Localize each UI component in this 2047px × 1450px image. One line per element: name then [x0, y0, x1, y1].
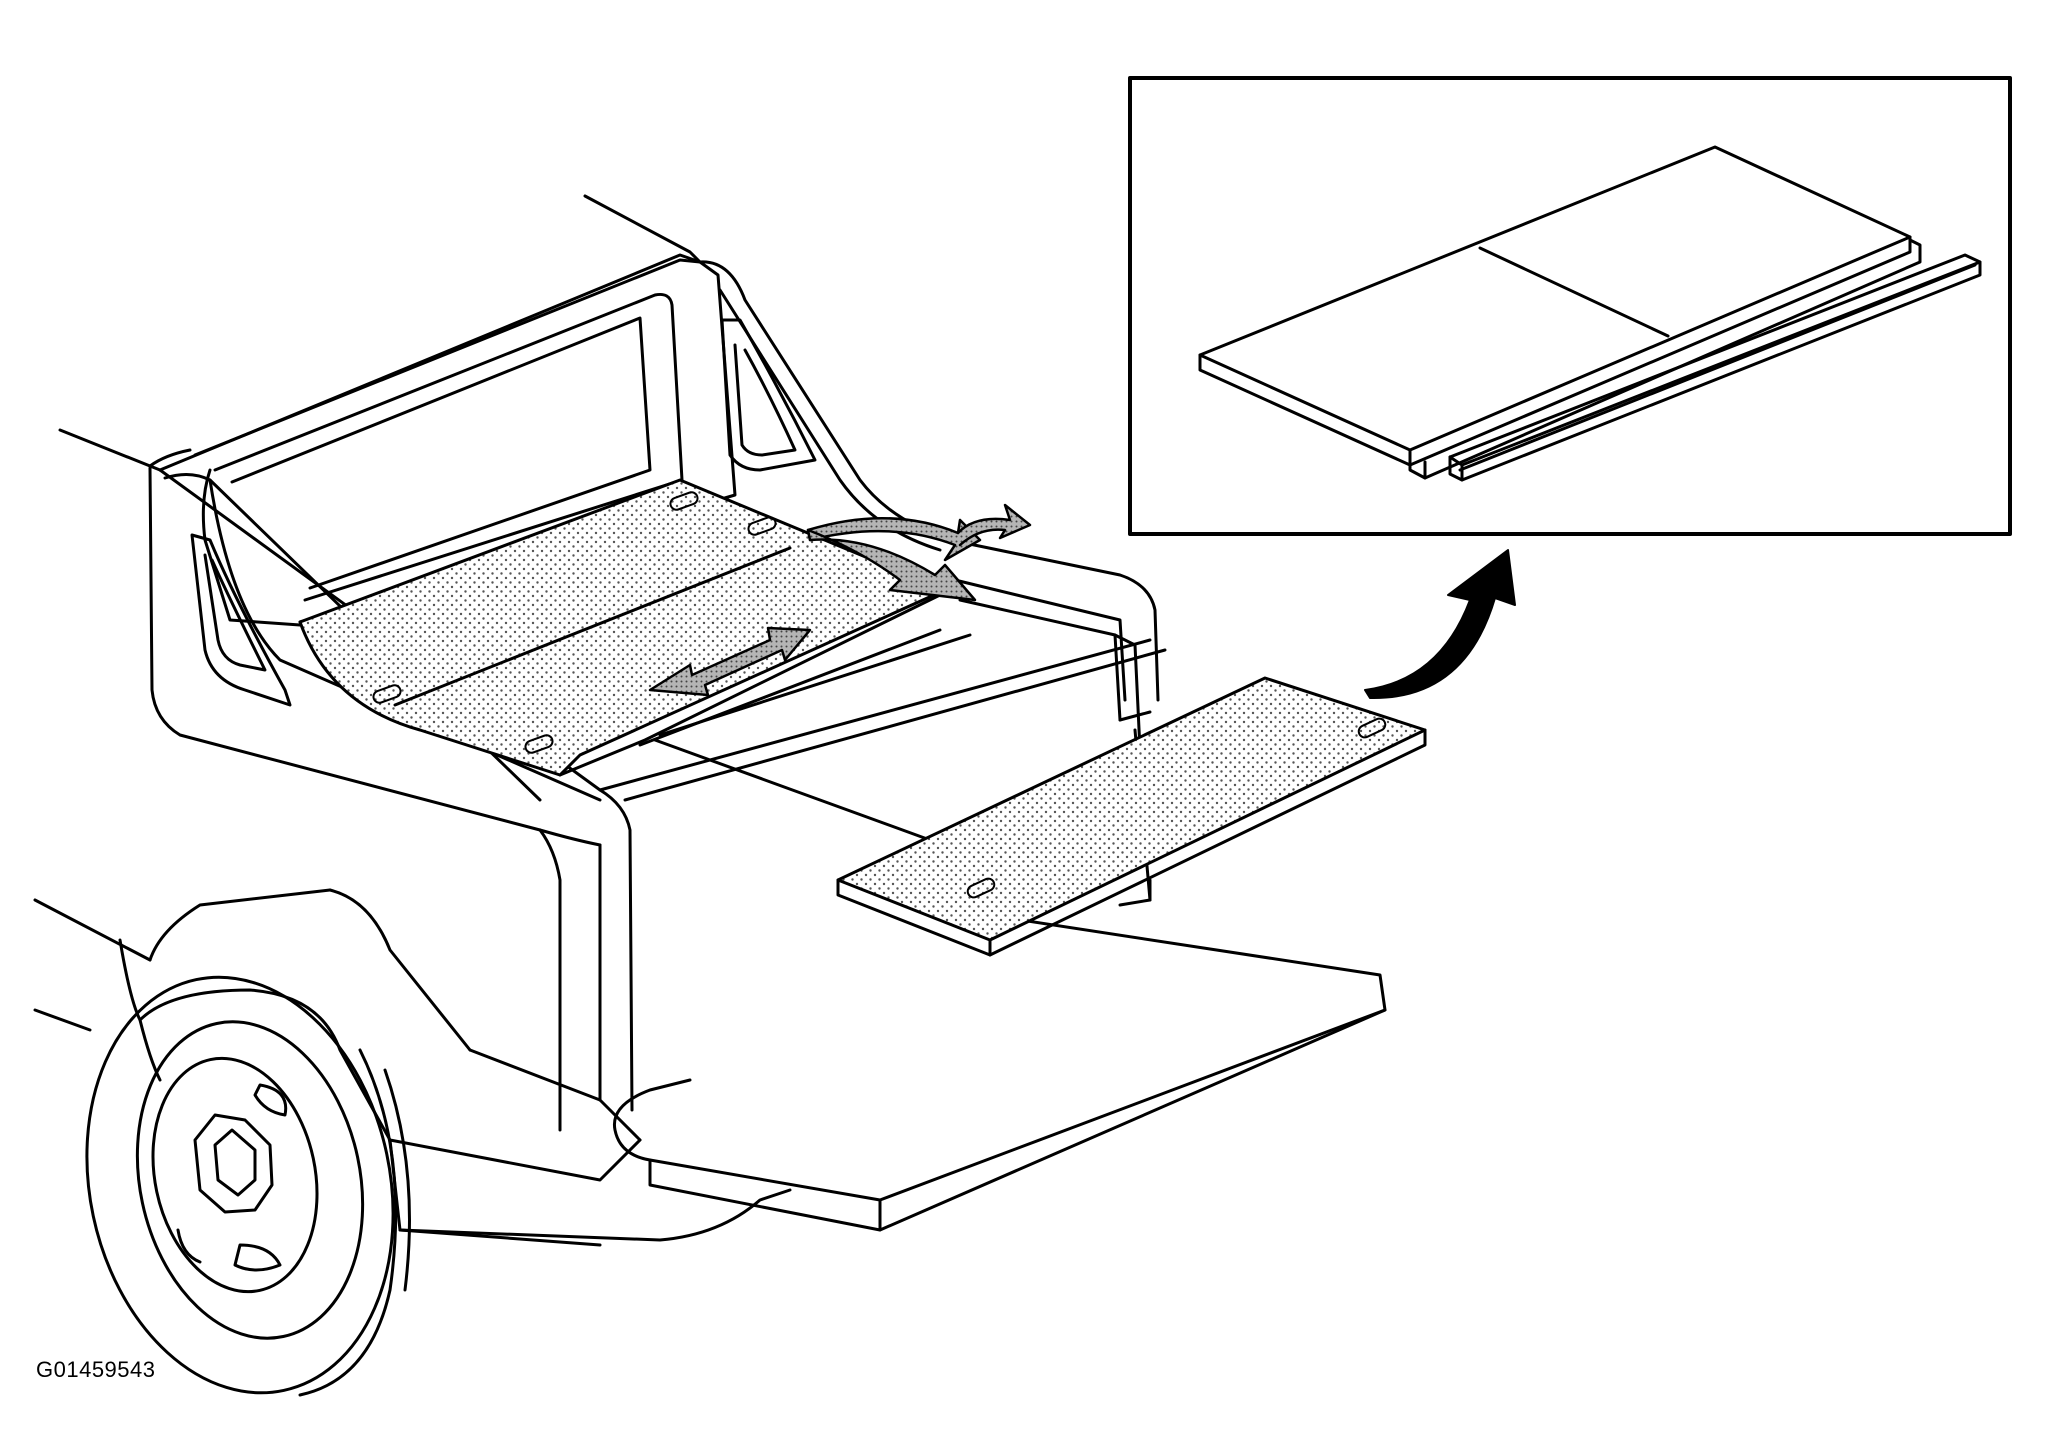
tailgate — [612, 878, 1387, 1232]
figure-id-label: G01459543 — [36, 1357, 156, 1382]
tie-down-slot — [966, 717, 1387, 899]
truck-cab — [58, 194, 737, 627]
slide-double-arrow — [648, 626, 812, 697]
inset-callout-arrow — [1364, 549, 1516, 700]
bed-right-side-wall — [698, 260, 1160, 752]
rear-wheel — [85, 975, 411, 1397]
removed-floor-panel — [836, 676, 1427, 957]
tie-down-slot — [372, 491, 777, 754]
installed-floor-panels — [298, 478, 947, 777]
inset-detail-box — [1128, 76, 2012, 536]
bed-left-side-wall — [33, 466, 1167, 1247]
lift-curved-arrow — [806, 503, 1032, 602]
